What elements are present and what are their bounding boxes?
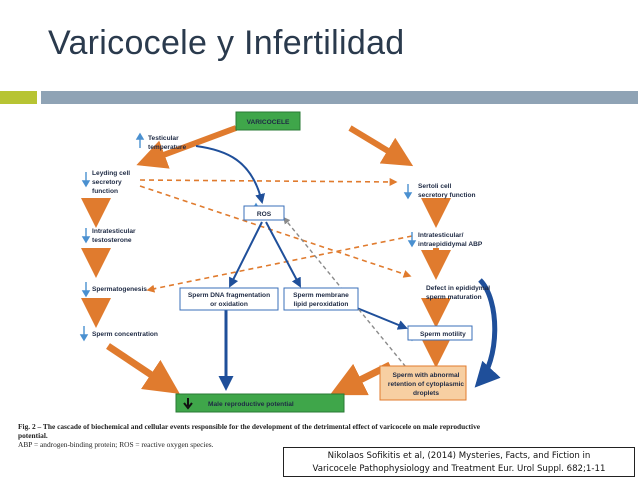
node-testicular-temperature: Testicular temperature <box>148 135 186 151</box>
reference-line2: Varicocele Pathophysiology and Treatment… <box>312 464 606 474</box>
epididymal-line2: sperm maturation <box>426 294 482 301</box>
cytoplasmic-line3: droplets <box>413 390 439 397</box>
testicular-temp-line2: temperature <box>148 144 186 151</box>
node-ros: ROS <box>243 205 285 221</box>
sperm-motility-label: Sperm motility <box>420 331 466 338</box>
caption-line2: potential. <box>18 431 48 440</box>
intratesticular-t-line1: Intratesticular <box>92 228 136 235</box>
leydig-line3: function <box>92 188 118 195</box>
sperm-concentration-label: Sperm concentration <box>92 331 158 338</box>
abp-line2: intraepididymal ABP <box>418 241 483 248</box>
ros-label: ROS <box>257 211 272 218</box>
dna-frag-line2: or oxidation <box>210 301 248 308</box>
orange-dashed-arrows <box>139 177 413 293</box>
leydig-line2: secretory <box>92 179 122 186</box>
spermatogenesis-label: Spermatogenesis <box>92 286 147 293</box>
caption-line3: ABP = androgen-binding protein; ROS = re… <box>18 440 214 449</box>
node-varicocele: VARICOCELE <box>235 111 301 131</box>
leydig-line1: Leyding cell <box>92 170 130 177</box>
node-epididymal-defect: Defect in epididymal sperm maturation <box>426 285 490 301</box>
membrane-line2: lipid peroxidation <box>294 301 349 308</box>
figure-caption: Fig. 2 – The cascade of biochemical and … <box>18 422 481 449</box>
node-dna-fragmentation: Sperm DNA fragmentation or oxidation <box>179 287 279 311</box>
sertoli-line2: secretory function <box>418 192 476 199</box>
abp-line1: Intratesticular/ <box>418 232 464 239</box>
header-bar <box>41 91 638 104</box>
node-membrane-peroxidation: Sperm membrane lipid peroxidation <box>283 287 359 311</box>
dna-frag-line1: Sperm DNA fragmentation <box>188 292 270 299</box>
node-spermatogenesis: Spermatogenesis <box>92 286 147 293</box>
node-cytoplasmic-droplets: Sperm with abnormal retention of cytopla… <box>379 365 467 401</box>
node-sperm-concentration: Sperm concentration <box>92 331 158 338</box>
membrane-line1: Sperm membrane <box>293 292 349 299</box>
cytoplasmic-line1: Sperm with abnormal <box>392 372 459 379</box>
caption-line1: Fig. 2 – The cascade of biochemical and … <box>18 422 481 431</box>
blue-arrows <box>195 145 501 391</box>
node-sperm-motility: Sperm motility <box>407 325 473 341</box>
testicular-temp-line1: Testicular <box>148 135 179 142</box>
varicocele-label: VARICOCELE <box>247 119 290 126</box>
reference-line1: Nikolaos Sofikitis et al, (2014) Mysteri… <box>327 451 591 461</box>
epididymal-line1: Defect in epididymal <box>426 285 490 292</box>
cytoplasmic-line2: retention of cytoplasmic <box>388 381 465 388</box>
sertoli-line1: Sertoli cell <box>418 183 452 190</box>
node-leydig-cell: Leyding cell secretory function <box>92 170 130 195</box>
intratesticular-t-line2: testosterone <box>92 237 132 244</box>
node-abp: Intratesticular/ intraepididymal ABP <box>418 232 483 248</box>
reference-box: Nikolaos Sofikitis et al, (2014) Mysteri… <box>283 447 635 477</box>
slide-title: Varicocele y Infertilidad <box>48 24 405 62</box>
node-sertoli-cell: Sertoli cell secretory function <box>418 183 476 199</box>
accent-square <box>0 91 37 104</box>
node-male-reproductive-potential: Male reproductive potential <box>175 393 345 413</box>
orange-thick-arrows <box>81 125 451 396</box>
node-intratesticular-testosterone: Intratesticular testosterone <box>92 228 136 244</box>
male-potential-label: Male reproductive potential <box>208 401 294 408</box>
